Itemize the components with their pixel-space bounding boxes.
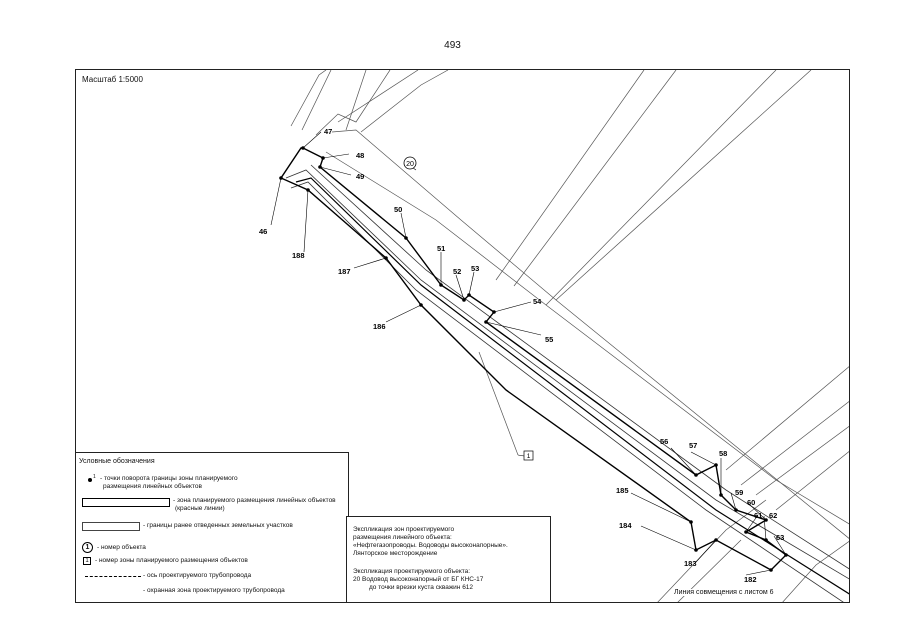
point-label: 61 (754, 511, 762, 520)
point-label: 47 (324, 127, 332, 136)
parcel-boundary (325, 151, 849, 525)
protection-zone-line (310, 164, 849, 570)
legend-text: размещения линейных объектов (103, 483, 202, 490)
object-symbol: 1 (82, 542, 93, 553)
legend-text: - точки поворота границы зоны планируемо… (100, 475, 238, 482)
explication-text: Экспликация проектируемого объекта: (353, 568, 471, 575)
parcel-boundary (775, 451, 849, 511)
point-label: 48 (356, 151, 364, 160)
point-label: 188 (292, 251, 305, 260)
legend-text: - ось проектируемого трубопровода (143, 572, 252, 579)
parcel-boundary (755, 426, 849, 496)
explication-text: «Нефтегазопроводы. Водоводы высоконапорн… (353, 542, 508, 549)
point-label: 182 (744, 575, 757, 584)
parcel-boundary (725, 366, 849, 471)
legend-text: (красные линии) (175, 505, 225, 512)
parcel-boundary (360, 70, 449, 133)
legend-text: - границы ранее отведенных земельных уча… (143, 522, 293, 529)
page-number: 493 (444, 40, 461, 51)
sheet-junction-note: Линия совмещения с листом 6 (672, 589, 776, 596)
parcel-boundary (478, 351, 519, 456)
parcel-boundary (782, 540, 849, 602)
point-label: 59 (735, 488, 743, 497)
zone-number-symbol: 1 (83, 557, 91, 565)
parcel-boundary (545, 70, 777, 306)
zone-boundary (279, 147, 788, 571)
zone-symbol (82, 498, 170, 507)
zone-number-box (523, 450, 534, 461)
point-label: 55 (545, 335, 553, 344)
object-number: 20 (406, 161, 414, 168)
parcel-boundary (315, 70, 391, 136)
legend-text: - номер объекта (97, 544, 146, 551)
explication-text: 20 Водовод высоконапорный от БГ КНС-17 (353, 576, 484, 583)
turning-point-sup: 1 (93, 474, 96, 480)
point-label: 187 (338, 267, 351, 276)
parcel-boundary (657, 499, 767, 602)
point-label: 186 (373, 322, 386, 331)
point-label: 63 (776, 533, 784, 542)
parcel-boundary (495, 70, 645, 281)
legend: Условные обозначения 1 - точки поворота … (76, 452, 349, 602)
legend-text: - номер зоны планируемого размещения объ… (95, 557, 248, 564)
point-label: 56 (660, 437, 668, 446)
turning-point-symbol (88, 478, 92, 482)
parcel-boundary (331, 129, 849, 539)
scale-label: Масштаб 1:5000 (82, 75, 143, 84)
point-label: 183 (684, 559, 697, 568)
explication-text: Лянторское месторождение (353, 550, 438, 557)
explication-text: размещения линейного объекта: (353, 534, 452, 541)
explication-text: Экспликация зон проектируемого (353, 526, 455, 533)
point-label: 50 (394, 205, 402, 214)
point-label: 52 (453, 267, 461, 276)
parcel-boundary (337, 70, 419, 123)
parcel-symbol (82, 522, 140, 531)
protection-zone-line (285, 169, 849, 580)
point-label: 46 (259, 227, 267, 236)
legend-text: - зона планируемого размещения линейных … (173, 497, 336, 504)
zone-number: 1 (527, 453, 531, 460)
axis-symbol (85, 576, 141, 577)
parcel-boundary (301, 70, 332, 131)
protection-zone-line (290, 181, 844, 602)
point-label: 53 (471, 264, 479, 273)
parcel-boundary (555, 70, 812, 301)
map-frame: 46 47 48 49 50 51 52 53 54 55 56 57 58 5… (75, 69, 850, 603)
parcel-boundary (345, 70, 367, 131)
point-label: 57 (689, 441, 697, 450)
legend-text: - охранная зона проектируемого трубопров… (143, 587, 285, 594)
object-number-circle (403, 156, 417, 170)
explication-box: Экспликация зон проектируемого размещени… (346, 516, 551, 602)
point-label: 184 (619, 521, 632, 530)
map-drawing: 46 47 48 49 50 51 52 53 54 55 56 57 58 5… (259, 70, 849, 602)
point-label: 49 (356, 172, 364, 181)
explication-text: до точки врезки куста скважин 612 (369, 584, 474, 591)
point-label: 51 (437, 244, 445, 253)
point-label: 58 (719, 449, 727, 458)
point-label: 60 (747, 498, 755, 507)
parcel-boundary (740, 401, 849, 486)
point-label: 62 (769, 511, 777, 520)
point-label: 185 (616, 486, 629, 495)
point-label: 54 (533, 297, 542, 306)
parcel-boundary (513, 70, 677, 287)
legend-title: Условные обозначения (79, 458, 155, 465)
parcel-boundary (290, 70, 327, 127)
turning-points (279, 146, 788, 572)
